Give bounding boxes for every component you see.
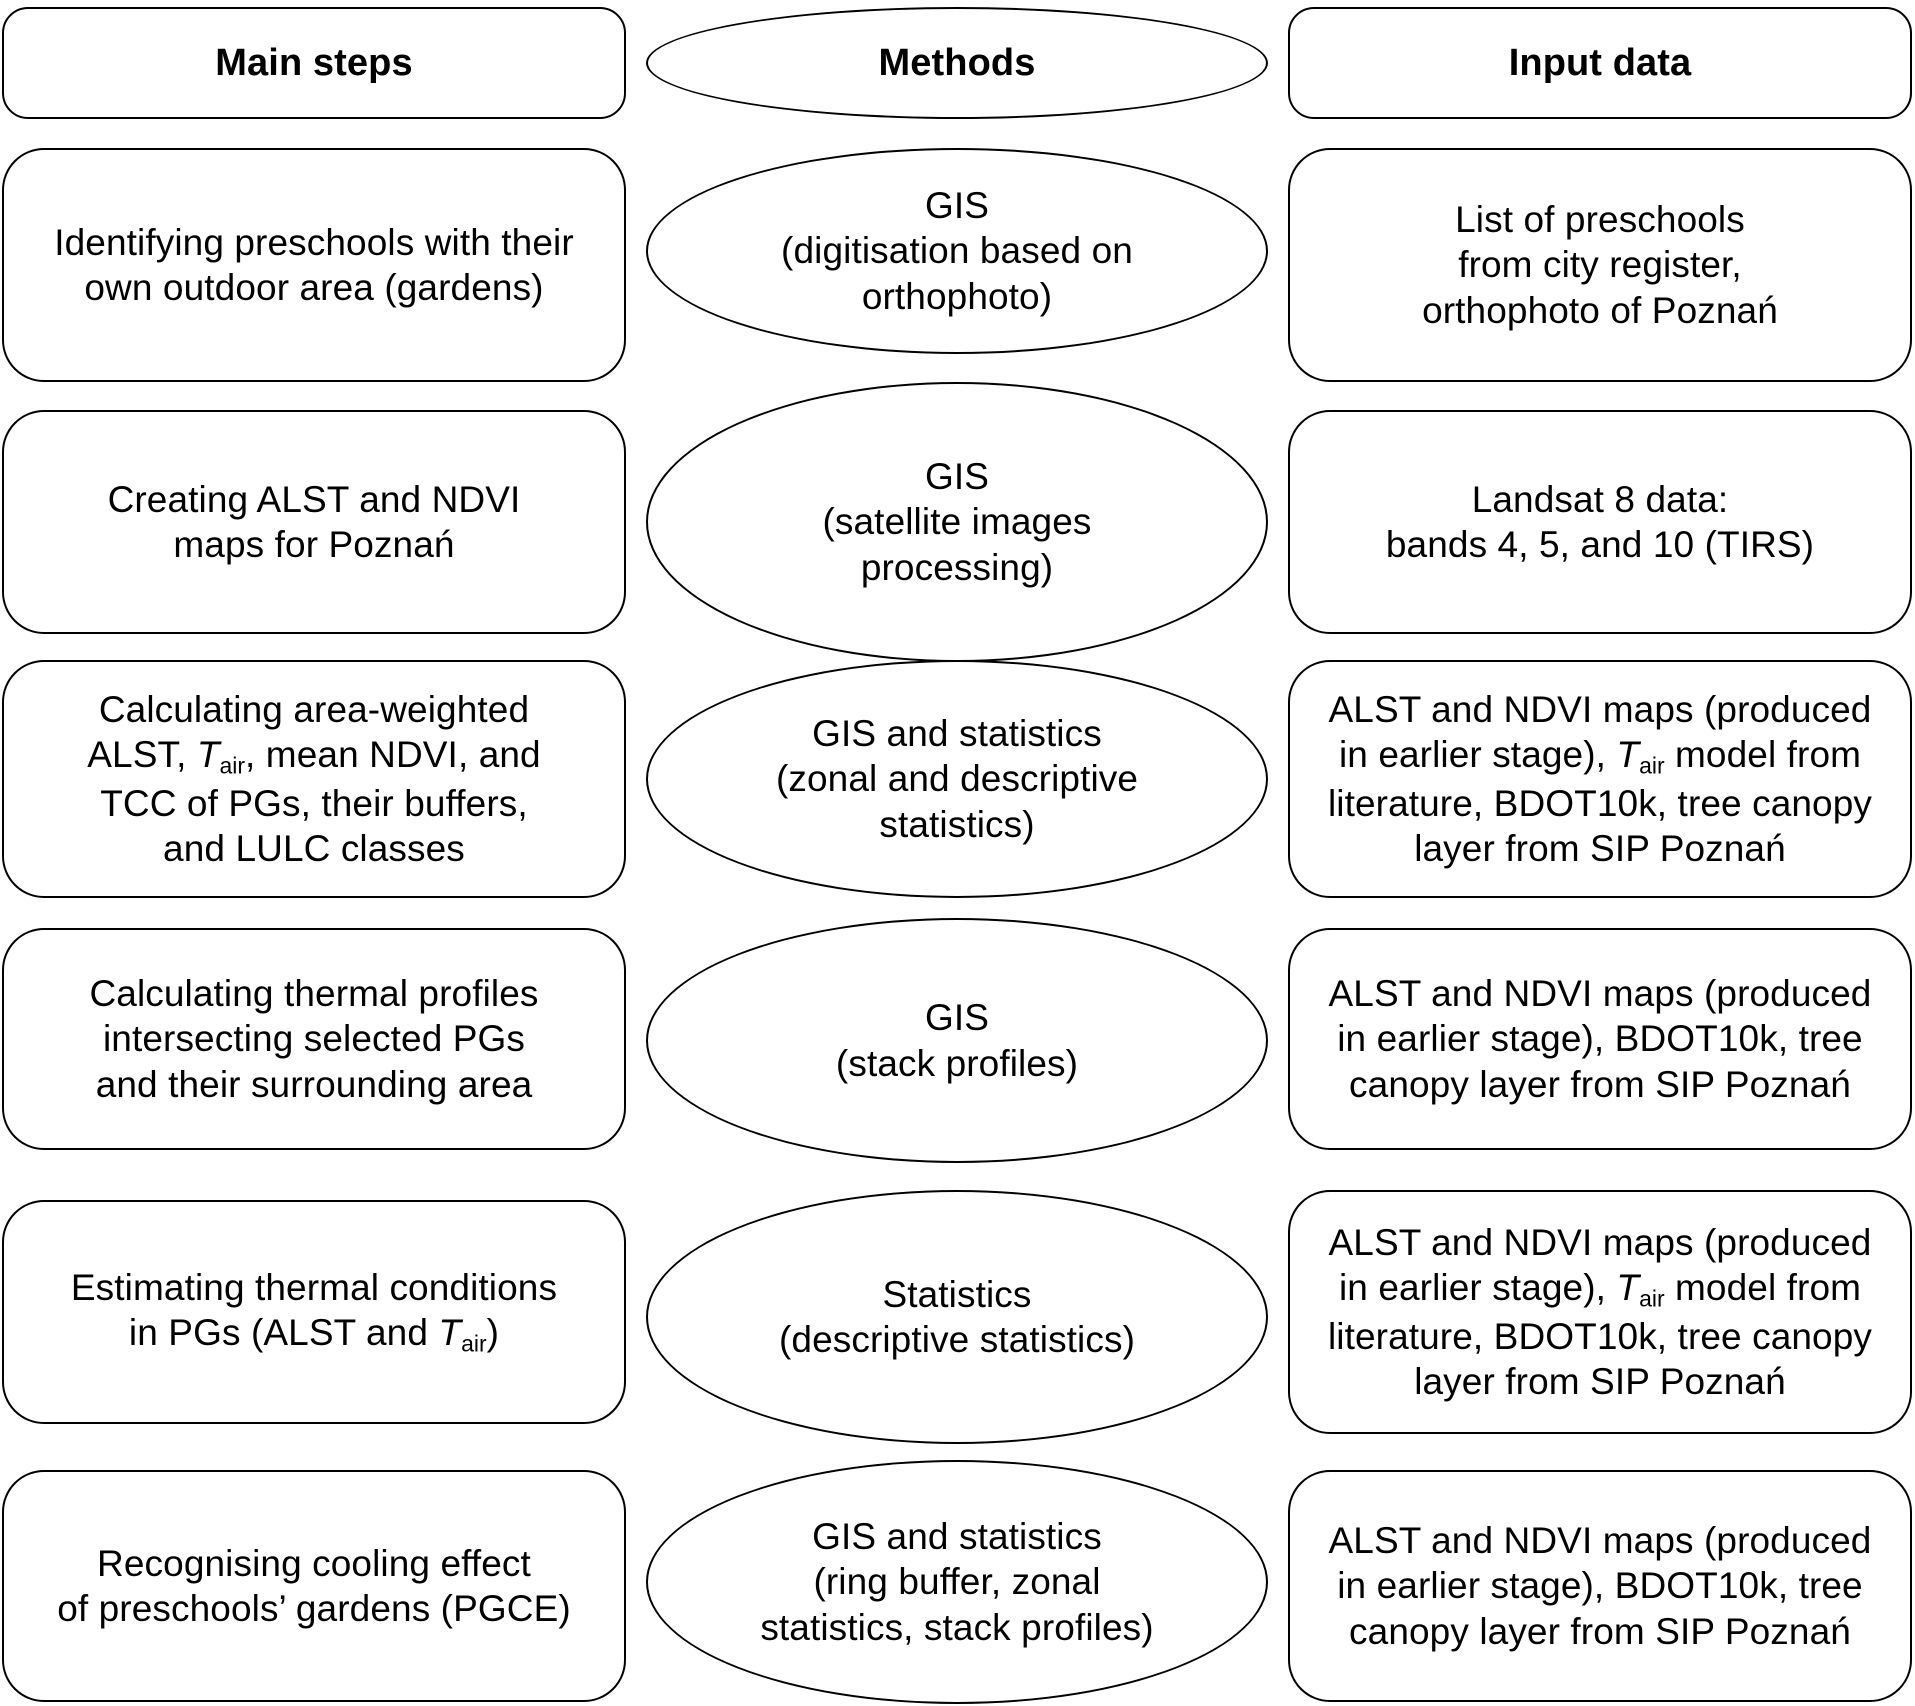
- input-box-1: List of preschools from city register, o…: [1288, 148, 1912, 382]
- header-input-data-label: Input data: [1508, 41, 1692, 84]
- method-ellipse-1: GIS (digitisation based on orthophoto): [646, 148, 1268, 354]
- step-box-6: Recognising cooling effect of preschools…: [2, 1470, 626, 1702]
- step-box-4-text: Calculating thermal profiles intersectin…: [89, 973, 539, 1105]
- header-methods: Methods: [646, 7, 1268, 119]
- method-ellipse-2-text: GIS (satellite images processing): [822, 456, 1092, 588]
- method-ellipse-6: GIS and statistics (ring buffer, zonal s…: [646, 1460, 1268, 1704]
- input-box-2: Landsat 8 data: bands 4, 5, and 10 (TIRS…: [1288, 410, 1912, 634]
- method-ellipse-1-text: GIS (digitisation based on orthophoto): [781, 185, 1133, 317]
- method-ellipse-6-text: GIS and statistics (ring buffer, zonal s…: [760, 1516, 1154, 1648]
- step-box-1: Identifying preschools with their own ou…: [2, 148, 626, 382]
- input-box-6: ALST and NDVI maps (produced in earlier …: [1288, 1470, 1912, 1702]
- step-box-2: Creating ALST and NDVI maps for Poznań: [2, 410, 626, 634]
- step-box-2-text: Creating ALST and NDVI maps for Poznań: [107, 478, 521, 565]
- input-box-6-text: ALST and NDVI maps (produced in earlier …: [1328, 1520, 1872, 1652]
- method-ellipse-4-text: GIS (stack profiles): [835, 997, 1079, 1084]
- method-ellipse-3-text: GIS and statistics (zonal and descriptiv…: [775, 713, 1139, 845]
- input-box-4: ALST and NDVI maps (produced in earlier …: [1288, 928, 1912, 1150]
- header-methods-label: Methods: [878, 41, 1036, 84]
- input-box-1-text: List of preschools from city register, o…: [1422, 199, 1778, 331]
- header-main-steps: Main steps: [2, 7, 626, 119]
- step-box-6-text: Recognising cooling effect of preschools…: [57, 1542, 571, 1629]
- method-ellipse-5-text: Statistics (descriptive statistics): [778, 1273, 1136, 1360]
- method-ellipse-3: GIS and statistics (zonal and descriptiv…: [646, 660, 1268, 898]
- method-ellipse-5: Statistics (descriptive statistics): [646, 1190, 1268, 1444]
- step-box-4: Calculating thermal profiles intersectin…: [2, 928, 626, 1150]
- header-main-steps-label: Main steps: [215, 41, 413, 84]
- method-ellipse-2: GIS (satellite images processing): [646, 382, 1268, 662]
- header-input-data: Input data: [1288, 7, 1912, 119]
- method-ellipse-4: GIS (stack profiles): [646, 918, 1268, 1163]
- step-box-1-text: Identifying preschools with their own ou…: [54, 221, 574, 308]
- input-box-4-text: ALST and NDVI maps (produced in earlier …: [1328, 973, 1872, 1105]
- input-box-2-text: Landsat 8 data: bands 4, 5, and 10 (TIRS…: [1385, 478, 1815, 565]
